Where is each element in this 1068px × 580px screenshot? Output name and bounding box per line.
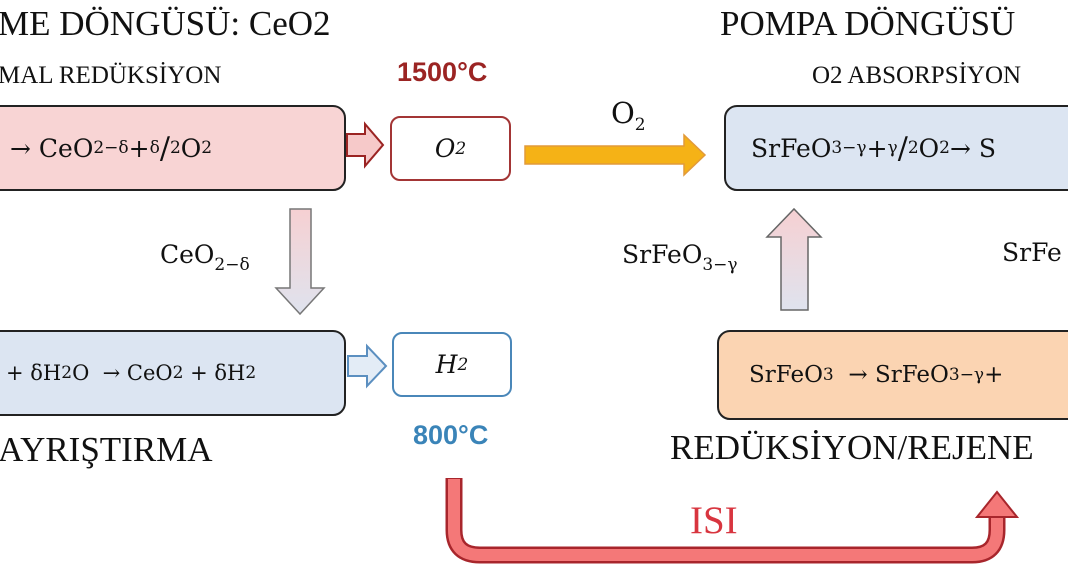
oxygen-flow-arrow [524, 133, 707, 177]
release-arrow-blue [347, 343, 388, 389]
release-arrow-red [346, 121, 385, 169]
temperature-800: 800°C [413, 420, 489, 450]
perovskite-down-label: SrFe [1002, 238, 1062, 267]
eq-text: + [866, 133, 888, 163]
eq-text: / [159, 130, 170, 166]
eq-text: SrFeO [622, 240, 703, 269]
ceria-transfer-label: CeO2−δ [160, 240, 250, 275]
eq-text: + δH [183, 361, 246, 385]
heat-label: ISI [690, 499, 738, 542]
oxygen-flow-label: O2 [611, 96, 646, 135]
eq-text: → S [949, 133, 997, 163]
eq-text: + [128, 133, 150, 163]
absorption-label: O2 ABSORPSİYON [812, 62, 1022, 89]
eq-sub: 2 [61, 363, 73, 383]
eq-text: + δH [6, 361, 62, 385]
eq-sub: 3−γ [702, 255, 738, 275]
eq-text: CeO [160, 240, 215, 269]
eq-text: H [435, 350, 458, 379]
eq-text: + [984, 362, 1004, 388]
eq-text: → SrFeO [833, 362, 949, 388]
eq-sub: 3−γ [948, 365, 985, 385]
temperature-1500: 1500°C [397, 57, 488, 87]
regeneration-label: REDÜKSİYON/REJENE [670, 428, 1034, 467]
eq-text: O [434, 134, 456, 163]
eq-sub: 2 [201, 138, 213, 158]
eq-sub: 2 [457, 354, 469, 375]
thermal-reduction-label: MAL REDÜKSİYON [0, 62, 222, 89]
eq-sub: 2−δ [214, 255, 250, 275]
eq-text: SrFeO [749, 362, 823, 388]
eq-sub: 2 [634, 115, 646, 135]
transfer-down-arrow [274, 208, 326, 316]
eq-sub: 3−γ [831, 138, 867, 158]
eq-text: O [918, 133, 940, 163]
eq-sub: 2 [455, 138, 467, 159]
heat-arrow-head [974, 490, 1020, 518]
eq-sub: 3 [822, 365, 834, 385]
eq-sub: 2 [172, 363, 184, 383]
eq-text: → CeO [10, 133, 94, 163]
eq-text: O → CeO [72, 361, 173, 385]
eq-text: O [180, 133, 202, 163]
eq-sup: δ [149, 138, 160, 158]
eq-text: / [897, 130, 908, 166]
splitting-label: AYRIŞTIRMA [0, 430, 213, 469]
left-cycle-title: ME DÖNGÜSÜ: CeO2 [0, 4, 331, 43]
transfer-up-arrow [765, 207, 823, 311]
eq-sup: γ [887, 138, 898, 158]
eq-sub: 2 [245, 363, 257, 383]
eq-sub: 2 [939, 138, 950, 158]
perovskite-up-label: SrFeO3−γ [622, 240, 738, 275]
eq-text: O [611, 96, 635, 130]
eq-sub: 2 [907, 138, 919, 158]
right-cycle-title: POMPA DÖNGÜSÜ [720, 4, 1016, 43]
eq-sub: 2−δ [93, 138, 129, 158]
eq-sub: 2 [169, 138, 181, 158]
eq-text: SrFeO [751, 133, 832, 163]
